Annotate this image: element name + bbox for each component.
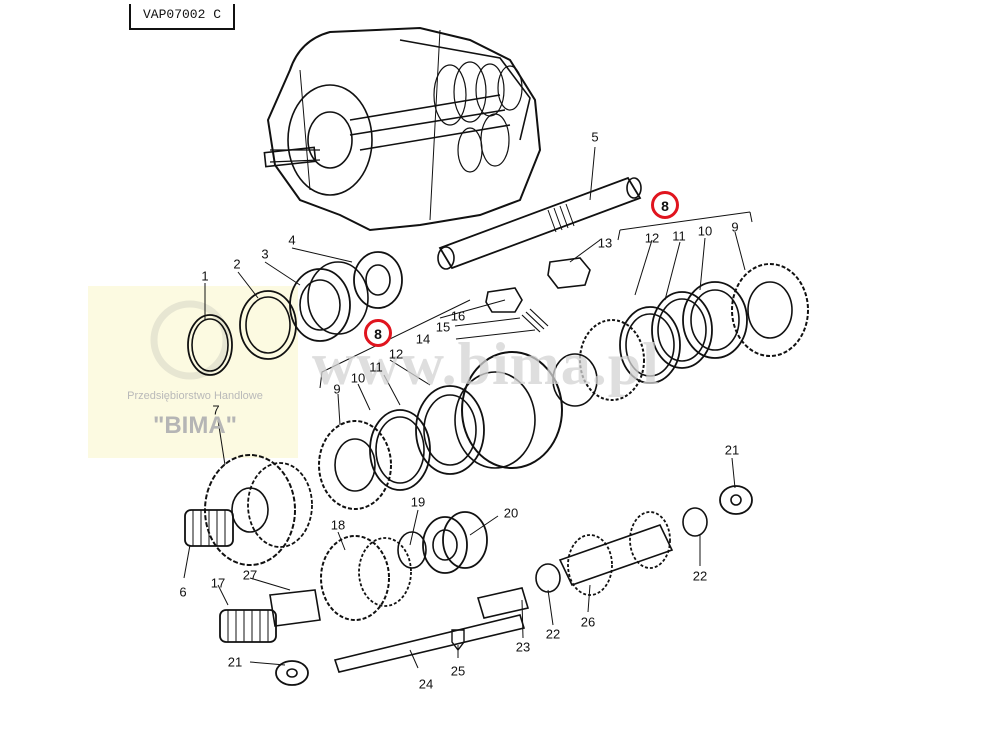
callout-12-upper: 12 bbox=[644, 230, 660, 246]
callout-13: 13 bbox=[597, 235, 613, 251]
callout-17: 17 bbox=[210, 575, 226, 591]
callout-15: 15 bbox=[435, 319, 451, 335]
callout-16: 16 bbox=[450, 308, 466, 324]
callout-4: 4 bbox=[288, 232, 296, 248]
callout-19: 19 bbox=[410, 494, 426, 510]
snap-ring-1 bbox=[187, 314, 233, 376]
spacer-27 bbox=[269, 589, 321, 627]
watermark-url: www.bima.pl bbox=[312, 331, 660, 397]
callout-24: 24 bbox=[418, 676, 434, 692]
watermark-panel bbox=[88, 286, 298, 458]
bearing-20 bbox=[422, 511, 488, 574]
shift-key-13 bbox=[547, 257, 591, 289]
watermark-name: "BIMA" bbox=[152, 412, 238, 439]
shaft-24 bbox=[333, 614, 526, 673]
callout-11-lower: 11 bbox=[369, 359, 383, 375]
callout-22-left: 22 bbox=[545, 626, 561, 642]
callout-18: 18 bbox=[330, 517, 346, 533]
callout-10-lower: 10 bbox=[350, 370, 366, 386]
washer-4 bbox=[353, 251, 403, 309]
screw-25 bbox=[451, 629, 465, 652]
gear-18 bbox=[320, 535, 412, 621]
pin-23 bbox=[476, 587, 530, 619]
spring-14-15 bbox=[521, 308, 549, 333]
callout-9-upper: 9 bbox=[731, 219, 739, 235]
callout-22-right: 22 bbox=[692, 568, 708, 584]
reference-code: VAP07002 C bbox=[129, 4, 235, 30]
callout-25: 25 bbox=[450, 663, 466, 679]
needle-bearing-6 bbox=[184, 509, 234, 547]
callout-7: 7 bbox=[212, 402, 220, 418]
detent-16 bbox=[485, 287, 523, 313]
bearing-22-left bbox=[535, 563, 561, 593]
sync-assembly-lower bbox=[318, 351, 563, 510]
watermark-logo-icon bbox=[150, 300, 230, 380]
callout-2: 2 bbox=[233, 256, 241, 272]
callout-6: 6 bbox=[179, 584, 187, 600]
gearbox-housing bbox=[263, 26, 542, 232]
callout-20: 20 bbox=[503, 505, 519, 521]
watermark-company: Przedsiębiorstwo Handlowe bbox=[127, 390, 263, 402]
callout-21-upper: 21 bbox=[724, 442, 740, 458]
callout-11-upper: 11 bbox=[672, 228, 686, 244]
callout-10-upper: 10 bbox=[697, 223, 713, 239]
callout-12-lower: 12 bbox=[388, 346, 404, 362]
callout-8-lower: 8 bbox=[364, 319, 392, 347]
callout-26: 26 bbox=[580, 614, 596, 630]
shim-ring-2 bbox=[239, 290, 297, 360]
callout-27: 27 bbox=[242, 567, 258, 583]
callout-8-upper: 8 bbox=[651, 191, 679, 219]
main-shaft-5 bbox=[437, 176, 642, 270]
needle-bearing-17 bbox=[219, 609, 277, 643]
callout-5: 5 bbox=[591, 129, 599, 145]
callout-1: 1 bbox=[201, 268, 209, 284]
callout-21-lower: 21 bbox=[227, 654, 243, 670]
callout-9-lower: 9 bbox=[333, 381, 341, 397]
callout-3: 3 bbox=[261, 246, 269, 262]
washer-21-lower bbox=[275, 660, 309, 686]
callout-14: 14 bbox=[415, 331, 431, 347]
bearing-3 bbox=[289, 261, 369, 342]
bearing-22-right bbox=[682, 507, 708, 537]
leader-lines bbox=[183, 146, 753, 669]
callout-23: 23 bbox=[515, 639, 531, 655]
washer-21-upper bbox=[719, 485, 753, 515]
ring-19 bbox=[397, 531, 427, 569]
sync-assembly-upper bbox=[552, 263, 809, 407]
countershaft bbox=[558, 511, 674, 596]
